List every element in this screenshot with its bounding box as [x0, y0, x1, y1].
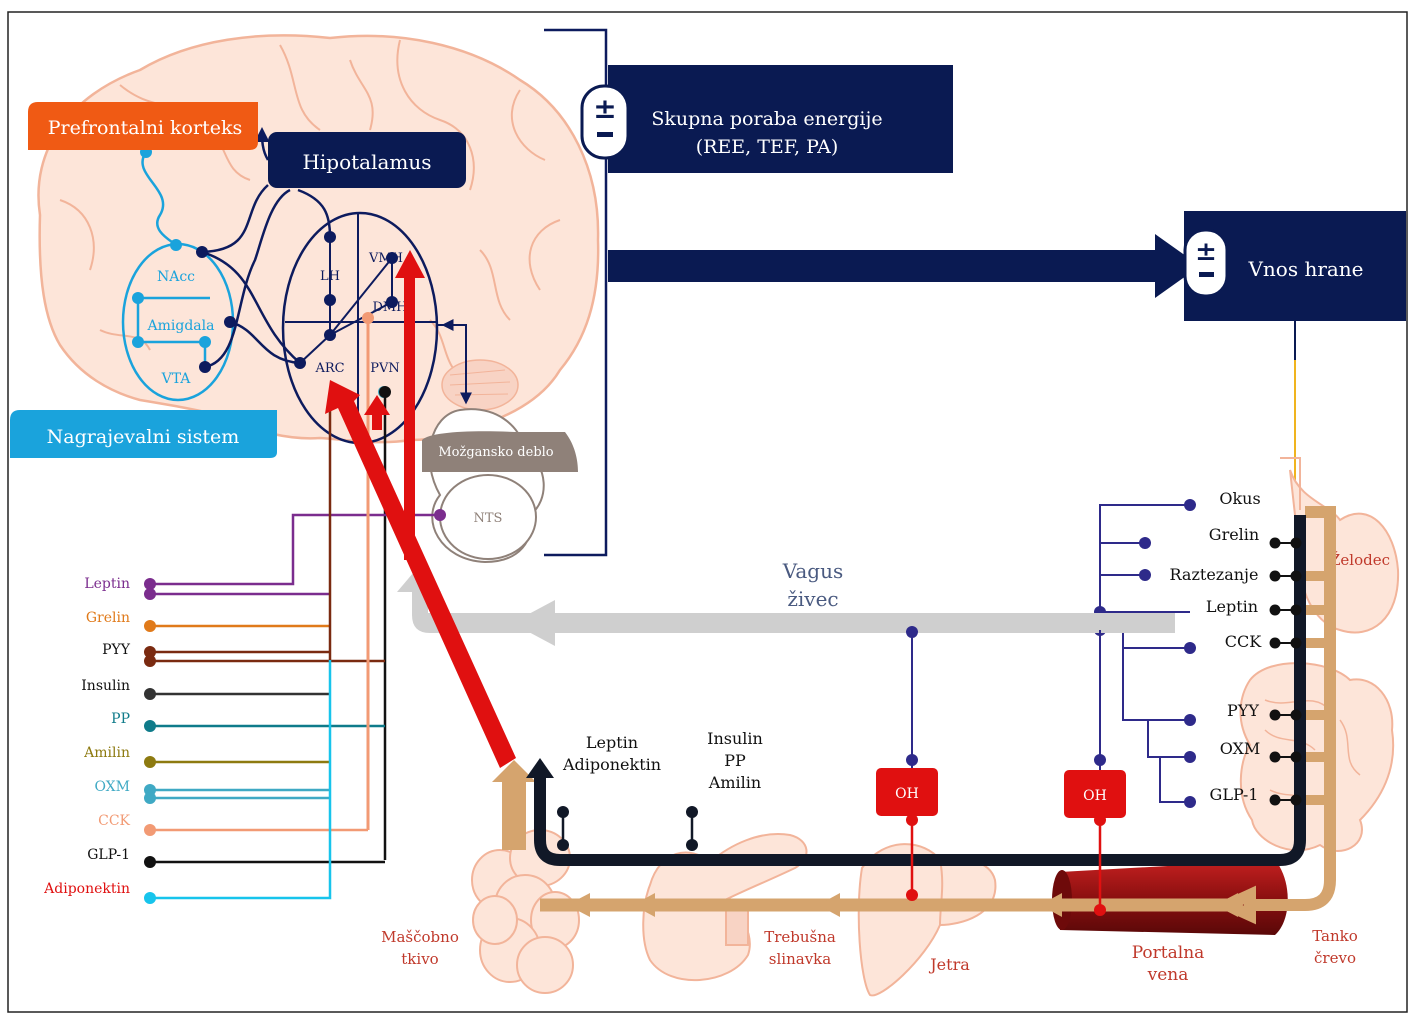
prefrontal-cortex-box: Prefrontalni korteks	[28, 102, 258, 150]
food-intake-plus-minus-icon: ±	[1185, 230, 1227, 296]
dmh-label: DMH	[372, 300, 407, 315]
svg-text:Portalna: Portalna	[1132, 943, 1205, 963]
svg-text:Nagrajevalni sistem: Nagrajevalni sistem	[47, 426, 240, 448]
reward-system-box: Nagrajevalni sistem	[10, 410, 277, 458]
hormone-glp1: GLP-1	[87, 847, 130, 863]
vmh-label: VMH	[368, 251, 403, 266]
svg-text:±: ±	[1195, 237, 1217, 267]
svg-text:Želodec: Želodec	[1330, 551, 1390, 569]
svg-text:Prefrontalni korteks: Prefrontalni korteks	[48, 117, 242, 139]
hormone-leptin: Leptin	[84, 576, 130, 592]
hormone-amilin: Amilin	[83, 745, 130, 761]
nacc-label: NAcc	[157, 269, 195, 285]
svg-text:Vagus: Vagus	[782, 559, 843, 583]
signal-leptin: Leptin	[1206, 597, 1258, 616]
brain-illustration	[38, 35, 598, 442]
adipose-label-1: Maščobno	[381, 928, 459, 946]
svg-text:OH: OH	[895, 786, 919, 802]
hormone-dots-left	[144, 578, 156, 904]
liver: Jetra	[859, 844, 996, 995]
fat-hormone-label-2: Adiponektin	[562, 755, 661, 774]
lh-label: LH	[320, 269, 340, 284]
pancreas-hormone-label-1: Insulin	[707, 729, 763, 748]
svg-text:Vnos hrane: Vnos hrane	[1247, 257, 1363, 281]
signal-pyy: PYY	[1227, 701, 1259, 720]
hormone-pp: PP	[111, 711, 130, 727]
svg-text:Hipotalamus: Hipotalamus	[302, 150, 431, 174]
hormone-labels-left: Leptin Grelin PYY Insulin PP Amilin OXM …	[43, 576, 131, 897]
svg-text:slinavka: slinavka	[769, 950, 831, 968]
hormone-oxm: OXM	[94, 779, 130, 795]
hormone-pyy: PYY	[102, 642, 131, 658]
hormone-cck: CCK	[98, 813, 130, 829]
pancreas-hormone-label-3: Amilin	[708, 773, 761, 792]
signal-raztezanje: Raztezanje	[1170, 565, 1259, 584]
hormone-insulin: Insulin	[81, 678, 130, 694]
brainstem-label: Možgansko deblo	[438, 445, 553, 460]
energy-plus-minus-icon: ±	[582, 86, 628, 158]
svg-text:Tanko: Tanko	[1312, 927, 1358, 945]
fat-hormone-label-1: Leptin	[586, 733, 638, 752]
hypothalamus-box: Hipotalamus	[268, 132, 466, 188]
pvn-label: PVN	[370, 361, 400, 376]
signal-glp1: GLP-1	[1210, 785, 1259, 804]
svg-text:(REE, TEF, PA): (REE, TEF, PA)	[696, 136, 839, 158]
hormone-lines-left	[150, 400, 440, 898]
food-intake-arrow	[608, 234, 1200, 298]
energy-expenditure-box: Skupna poraba energije (REE, TEF, PA)	[608, 65, 953, 173]
svg-text:±: ±	[593, 92, 616, 125]
adipose-label-2: tkivo	[401, 950, 438, 968]
nts-label: NTS	[474, 511, 503, 526]
hormone-adiponektin: Adiponektin	[43, 881, 130, 897]
amygdala-label: Amigdala	[147, 318, 215, 334]
svg-text:živec: živec	[787, 587, 838, 611]
signal-cck: CCK	[1225, 632, 1262, 651]
svg-text:Trebušna: Trebušna	[764, 928, 836, 946]
svg-text:vena: vena	[1147, 965, 1189, 985]
svg-text:črevo: črevo	[1314, 949, 1356, 967]
svg-text:OH: OH	[1083, 788, 1107, 804]
signal-grelin: Grelin	[1209, 525, 1259, 544]
svg-text:Jetra: Jetra	[928, 955, 970, 974]
hormone-grelin: Grelin	[86, 610, 130, 626]
brainstem: Možgansko deblo NTS	[422, 409, 578, 562]
signal-oxm: OXM	[1220, 739, 1261, 758]
vagus-nerve-arrow: Vagus živec	[397, 559, 1175, 646]
svg-text:Skupna poraba energije: Skupna poraba energije	[651, 108, 882, 130]
signal-okus: Okus	[1219, 489, 1260, 508]
pancreas-hormone-label-2: PP	[724, 751, 746, 770]
vta-label: VTA	[161, 371, 192, 387]
arc-label: ARC	[314, 361, 344, 376]
